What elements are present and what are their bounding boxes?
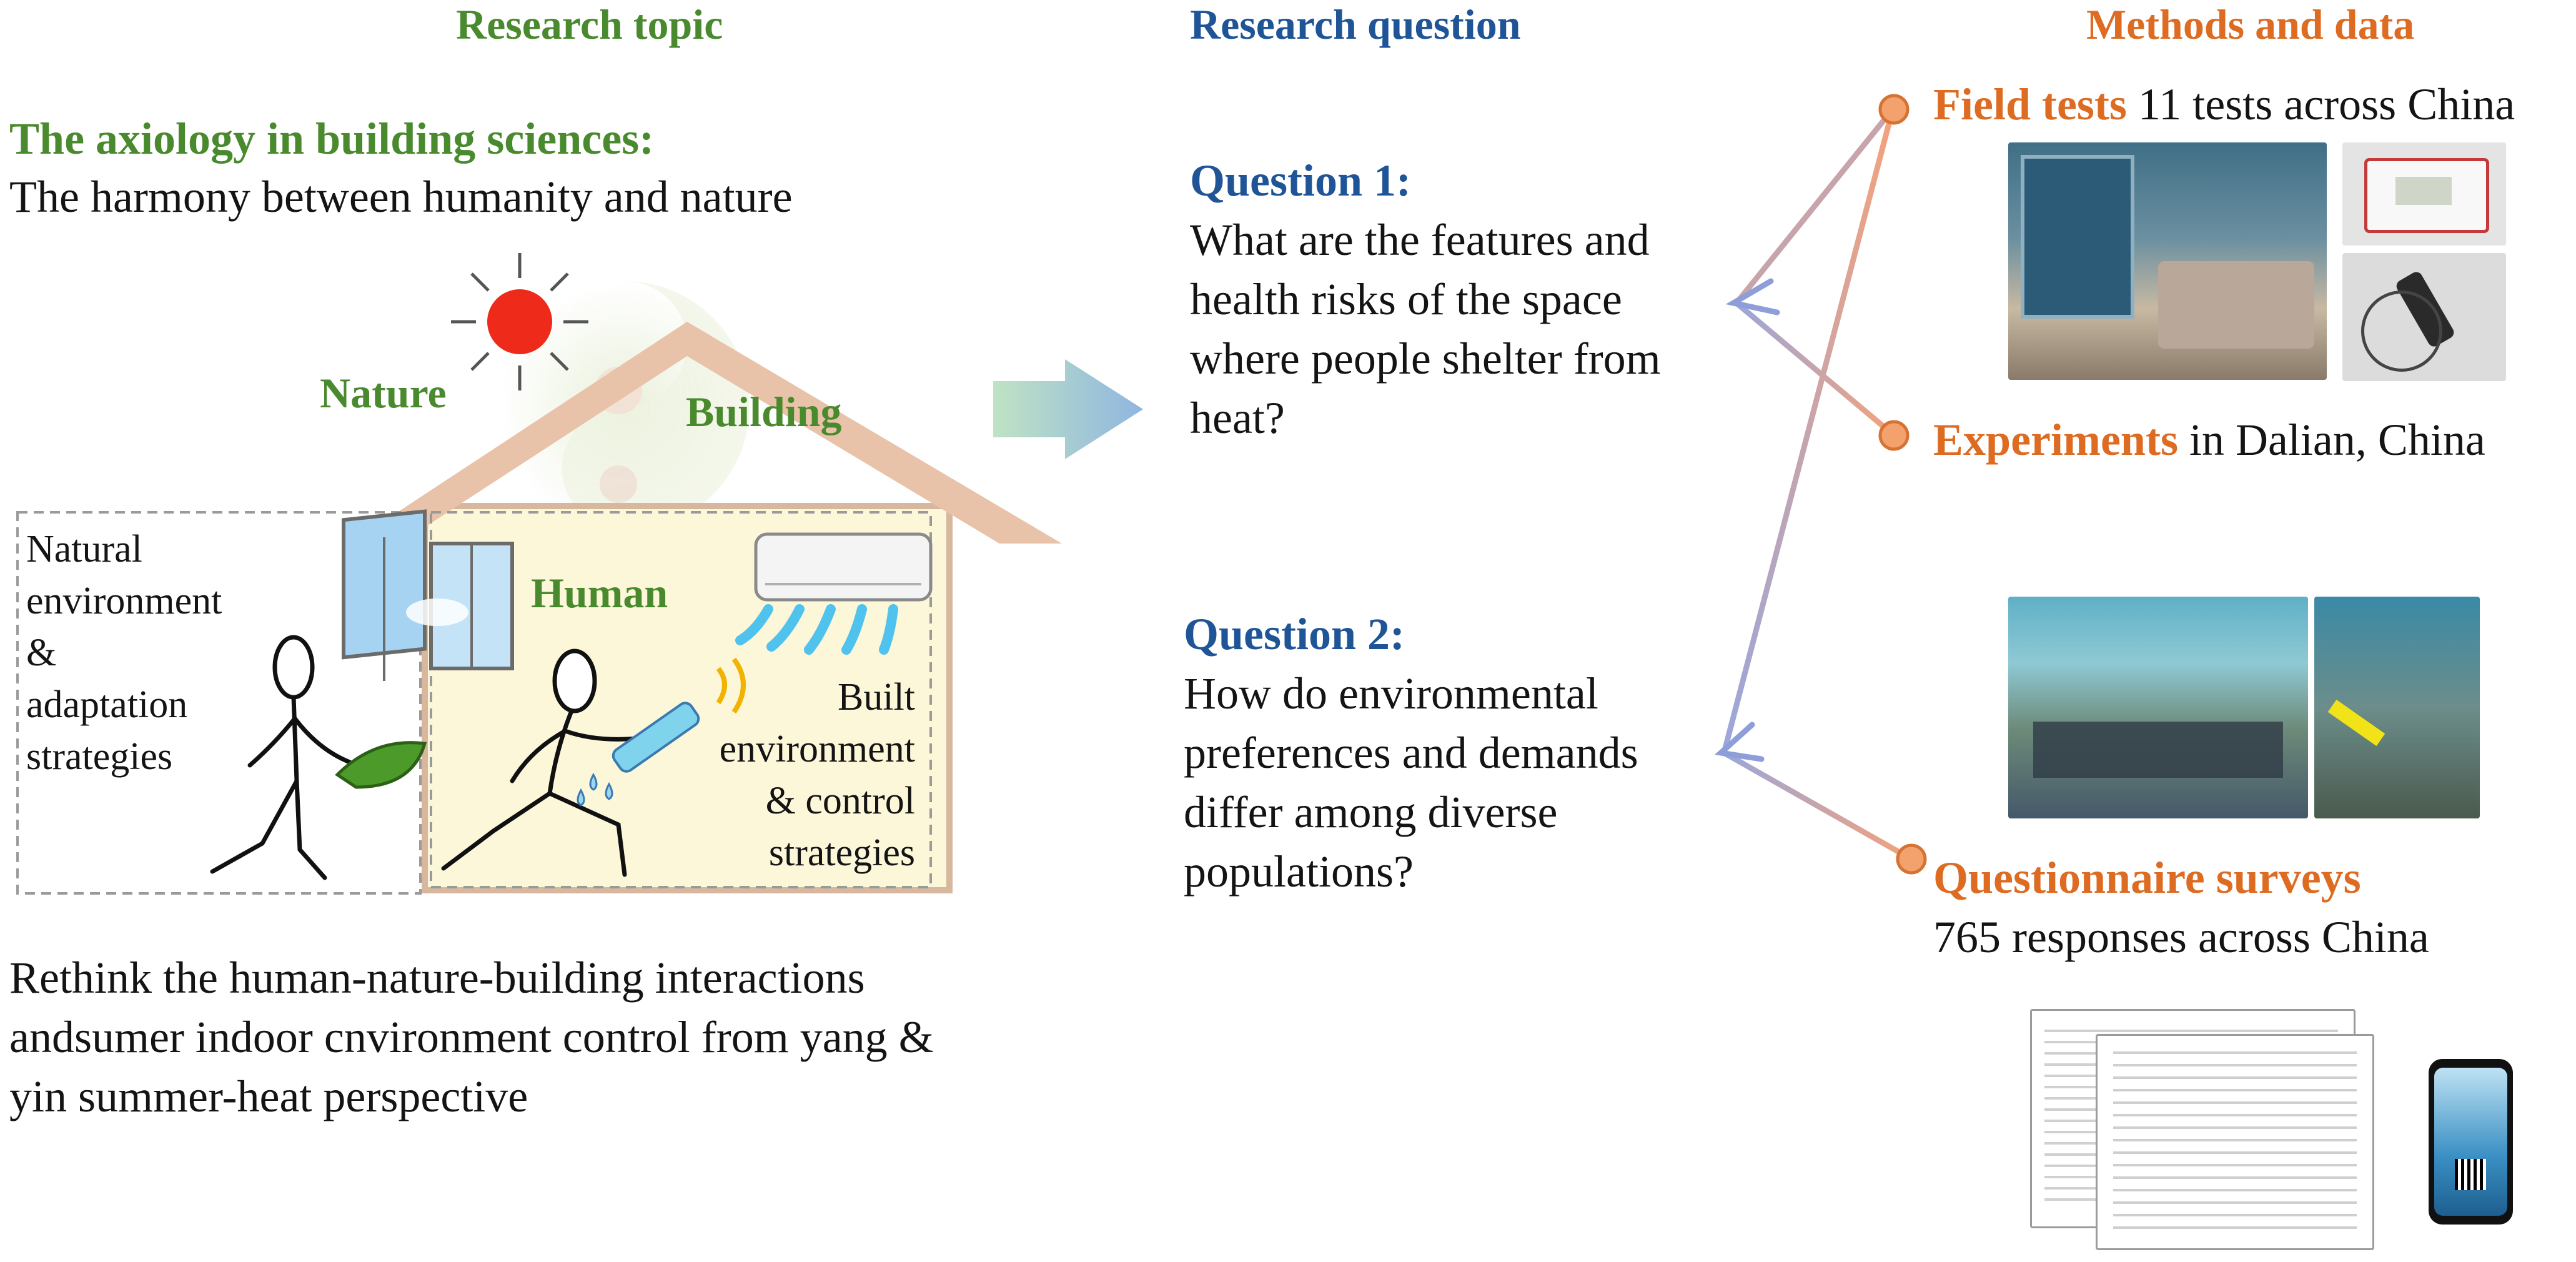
sweating-person-icon: [441, 648, 652, 877]
window-icon: [342, 509, 514, 681]
natural-env-box: [16, 511, 422, 895]
nature-label: Nature: [320, 369, 447, 417]
connector-dots: [1878, 94, 1927, 875]
sensor-device-photo: [2342, 142, 2506, 246]
question-2-title: Question 2:: [1184, 609, 1405, 659]
field-room-photo: [2008, 142, 2327, 380]
experiment-office-photo: [2008, 597, 2308, 818]
experiment-equipment-photo: [2314, 597, 2480, 818]
sweat-drops-icon: [577, 772, 613, 807]
header-research-question: Research question: [1190, 1, 1521, 48]
human-label: Human: [531, 569, 668, 617]
built-env-box: [430, 511, 932, 888]
remote-control-icon: [612, 657, 746, 773]
questionnaire-responses: 765 responses across China: [1933, 912, 2429, 962]
air-conditioner-icon: [735, 532, 933, 655]
walking-person-icon: [210, 635, 352, 880]
questionnaire-title: Questionnaire surveys: [1933, 853, 2361, 903]
rethink-text: Rethink the human-nature-building intera…: [9, 953, 934, 1121]
question-1-text: What are the features and health risks o…: [1190, 215, 1661, 443]
sun-icon: [451, 253, 588, 390]
question-2-text: How do environmental preferences and dem…: [1184, 668, 1638, 897]
axiology-text: The harmony between humanity and nature: [9, 172, 793, 222]
connector-lines: [1721, 106, 1915, 862]
flow-arrow: [993, 359, 1143, 459]
building-label: Building: [686, 388, 842, 435]
axiology-title: The axiology in building sciences:: [9, 114, 655, 164]
arrow-heads: [1714, 278, 1780, 762]
questionnaire-sheet-front: [2096, 1034, 2374, 1250]
built-env-text: Built environment & control strategies: [719, 676, 915, 874]
natural-env-text: Natural environment & adaptation strateg…: [26, 528, 222, 778]
phone-survey-icon: [2429, 1059, 2513, 1225]
question-1-title: Question 1:: [1190, 156, 1412, 206]
header-methods-data: Methods and data: [2086, 1, 2415, 48]
experiments-label: Experiments in Dalian, China: [1933, 415, 2485, 465]
field-tests-label: Field tests 11 tests across China: [1933, 79, 2515, 129]
leaf-icon: [335, 741, 427, 789]
header-research-topic: Research topic: [456, 1, 723, 48]
probe-device-photo: [2342, 253, 2506, 381]
